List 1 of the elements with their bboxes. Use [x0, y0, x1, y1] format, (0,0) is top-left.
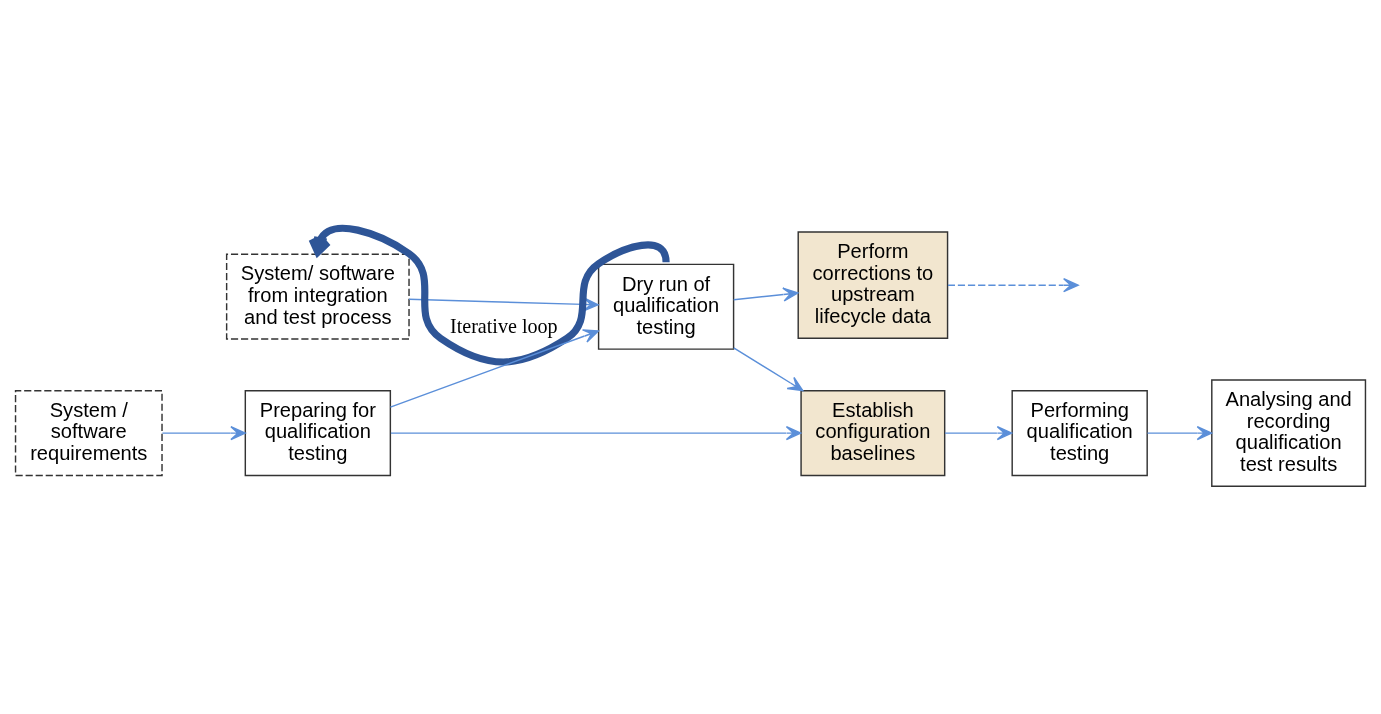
- edge-label: Iterative loop: [449, 314, 558, 337]
